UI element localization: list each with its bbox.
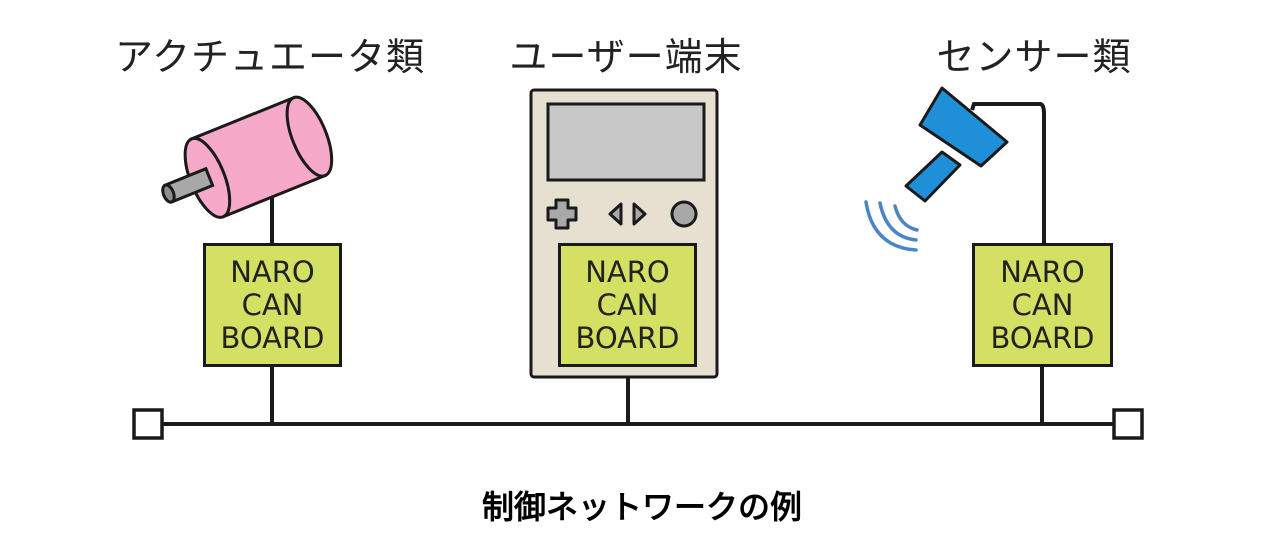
right-arrow-icon [632, 202, 647, 226]
naro-can-board-actuator: NARO CAN BOARD [203, 243, 342, 367]
bus-terminator-left [132, 408, 164, 440]
board-label-line3: BOARD [990, 320, 1095, 355]
board-label-line2: CAN [1011, 287, 1074, 322]
left-arrow-icon [608, 202, 623, 226]
motor-icon [161, 95, 334, 219]
diagram-caption: 制御ネットワークの例 [481, 488, 803, 526]
bus-terminator-right [1112, 408, 1144, 440]
sensor-cable [970, 102, 1046, 244]
board-label-line1: NARO [230, 254, 315, 289]
circle-button-icon [670, 200, 698, 228]
naro-can-board-sensor: NARO CAN BOARD [972, 243, 1113, 367]
naro-can-board-terminal: NARO CAN BOARD [558, 243, 697, 367]
heading-sensors: センサー類 [936, 35, 1132, 79]
board-label-line1: NARO [1000, 254, 1085, 289]
board-label-line1: NARO [585, 254, 670, 289]
heading-user-terminal: ユーザー端末 [509, 35, 743, 79]
board-label-line2: CAN [596, 287, 659, 322]
terminal-screen [546, 102, 706, 182]
board-label-line2: CAN [241, 287, 304, 322]
board-label-line3: BOARD [220, 320, 325, 355]
heading-actuators: アクチュエータ類 [114, 35, 426, 79]
sensor-icon [904, 86, 1009, 203]
board-label-line3: BOARD [575, 320, 680, 355]
signal-waves-icon [864, 200, 919, 252]
dpad-icon [546, 198, 578, 230]
